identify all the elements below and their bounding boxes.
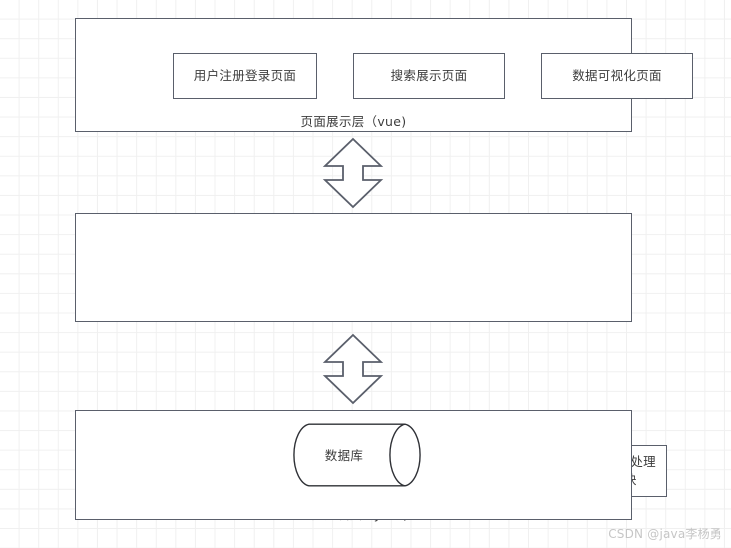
database-cylinder-icon [289, 423, 425, 487]
csdn-watermark: CSDN @java李杨勇 [608, 527, 722, 541]
module-label: 数据可视化页面 [572, 68, 662, 84]
layer-caption-presentation: 页面展示层（vue) [300, 114, 407, 129]
double-headed-arrow-icon-business-data [321, 333, 385, 409]
double-headed-arrow-icon-presentation-business [321, 137, 385, 213]
database-label: 数据库 [324, 448, 364, 463]
module-box-search-display-page: 搜索展示页面 [353, 53, 505, 99]
module-label: 搜索展示页面 [390, 68, 468, 84]
module-label: 用户注册登录页面 [193, 68, 297, 84]
module-box-data-visualization-page: 数据可视化页面 [541, 53, 693, 99]
module-box-user-register-login-page: 用户注册登录页面 [173, 53, 317, 99]
layer-panel-presentation: 用户注册登录页面 搜索展示页面 数据可视化页面 页面展示层（vue) [75, 18, 693, 132]
layer-panel-business: 网络爬虫采集模块 页面展示模块 用户行为获取模块 数据预处理模块 业务逻辑层（J… [75, 213, 667, 522]
